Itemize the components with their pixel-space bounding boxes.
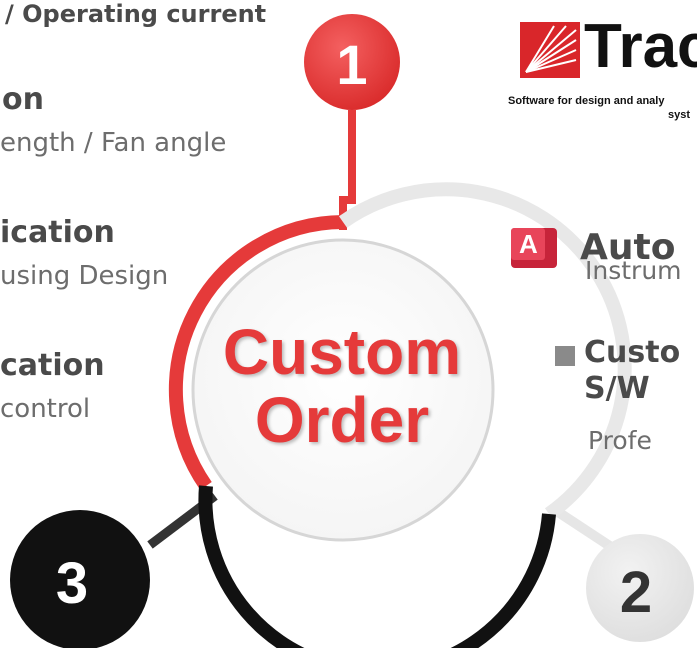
custom-sw-title-line-2: S/W	[584, 371, 650, 406]
node-1-circle	[304, 14, 400, 110]
custom-sw-bullet-icon	[555, 346, 575, 366]
ring-segment-gray	[338, 182, 632, 520]
trace-tagline-line-1: Software for design and analy	[508, 95, 665, 107]
trace-logo-icon	[520, 22, 580, 78]
center-title: Custom Order	[197, 318, 487, 454]
item-1-subtitle: ength / Fan angle	[0, 128, 227, 158]
item-1-title: on	[2, 82, 44, 117]
custom-sw-title-line-1: Custo	[584, 335, 681, 370]
node-2-circle	[586, 534, 694, 642]
node-1-label: 1	[336, 33, 367, 96]
item-2-title: ication	[0, 215, 115, 250]
trace-logo-text: Trac	[584, 12, 697, 81]
left-top-fragment: / Operating current	[5, 0, 267, 28]
custom-sw-subtitle: Profe	[588, 426, 652, 455]
node-3-circle	[10, 510, 150, 648]
ring-segment-black	[198, 485, 556, 648]
item-3-title: cation	[0, 348, 105, 383]
autocad-name: Auto	[580, 227, 676, 268]
trace-tagline-line-2: syst	[668, 109, 691, 121]
center-title-line-2: Order	[254, 384, 430, 456]
center-circle	[191, 238, 495, 542]
autocad-icon	[511, 228, 557, 268]
item-3-subtitle: control	[0, 394, 91, 424]
node-2-label: 2	[620, 560, 652, 625]
item-2-subtitle: using Design	[0, 261, 169, 291]
autocad-subtitle: Instrum	[585, 256, 682, 285]
node-3-label: 3	[56, 551, 88, 616]
ring-segment-red	[168, 215, 344, 490]
center-title-line-1: Custom	[222, 316, 462, 388]
autocad-badge-letter: A	[519, 229, 538, 259]
